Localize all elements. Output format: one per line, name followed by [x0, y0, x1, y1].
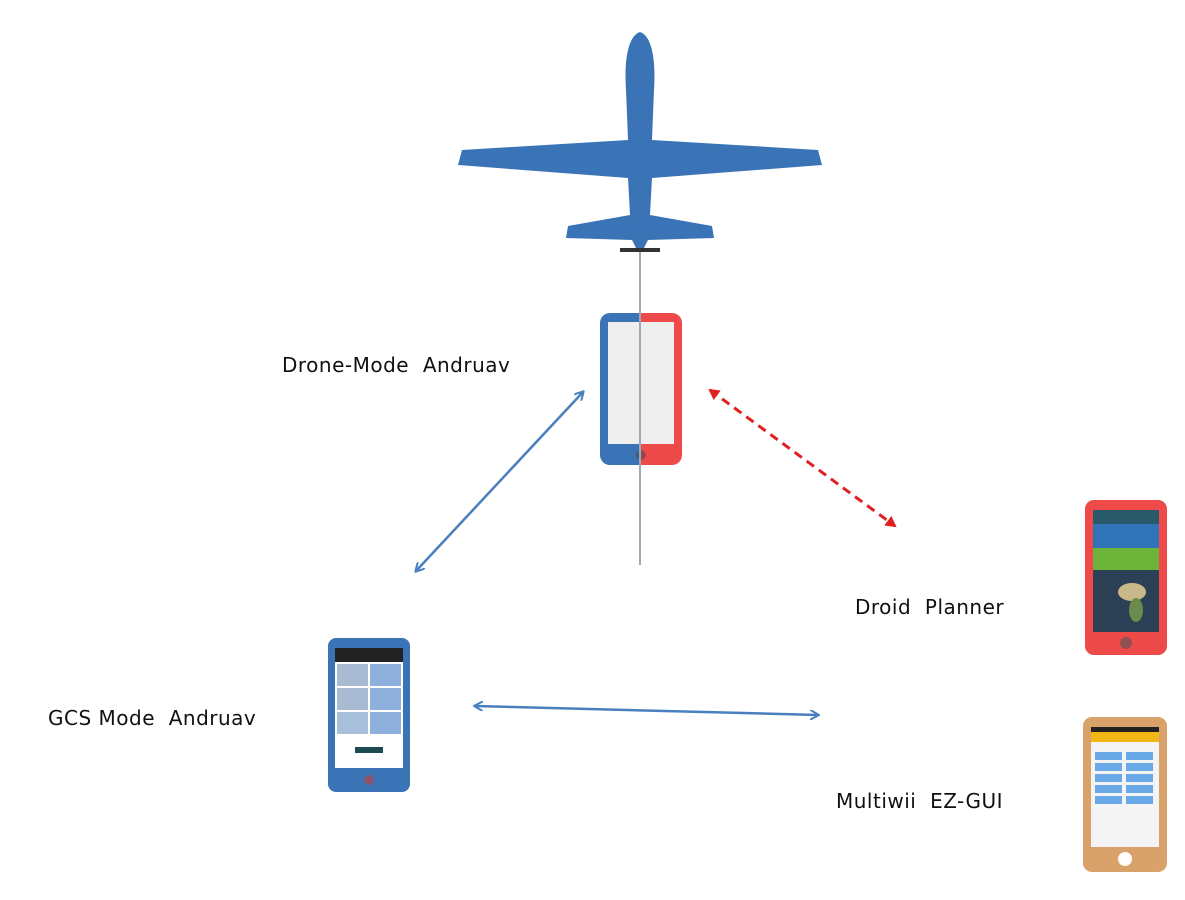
droid-planner-phone-icon [1085, 500, 1167, 655]
drone-mode-label: Drone-Mode Andruav [282, 353, 510, 377]
ez-gui-label: Multiwii EZ-GUI [836, 789, 1003, 813]
drone-gcs-link [416, 392, 583, 571]
gcs-ground-apps-link [475, 706, 818, 715]
drone-icon [458, 32, 822, 252]
droid-planner-label: Droid Planner [855, 595, 1004, 619]
gcs-mode-label: GCS Mode Andruav [48, 706, 256, 730]
drone-droidplanner-link [708, 388, 897, 528]
gcs-mode-phone-icon [328, 638, 410, 792]
ez-gui-phone-icon [1083, 717, 1167, 872]
